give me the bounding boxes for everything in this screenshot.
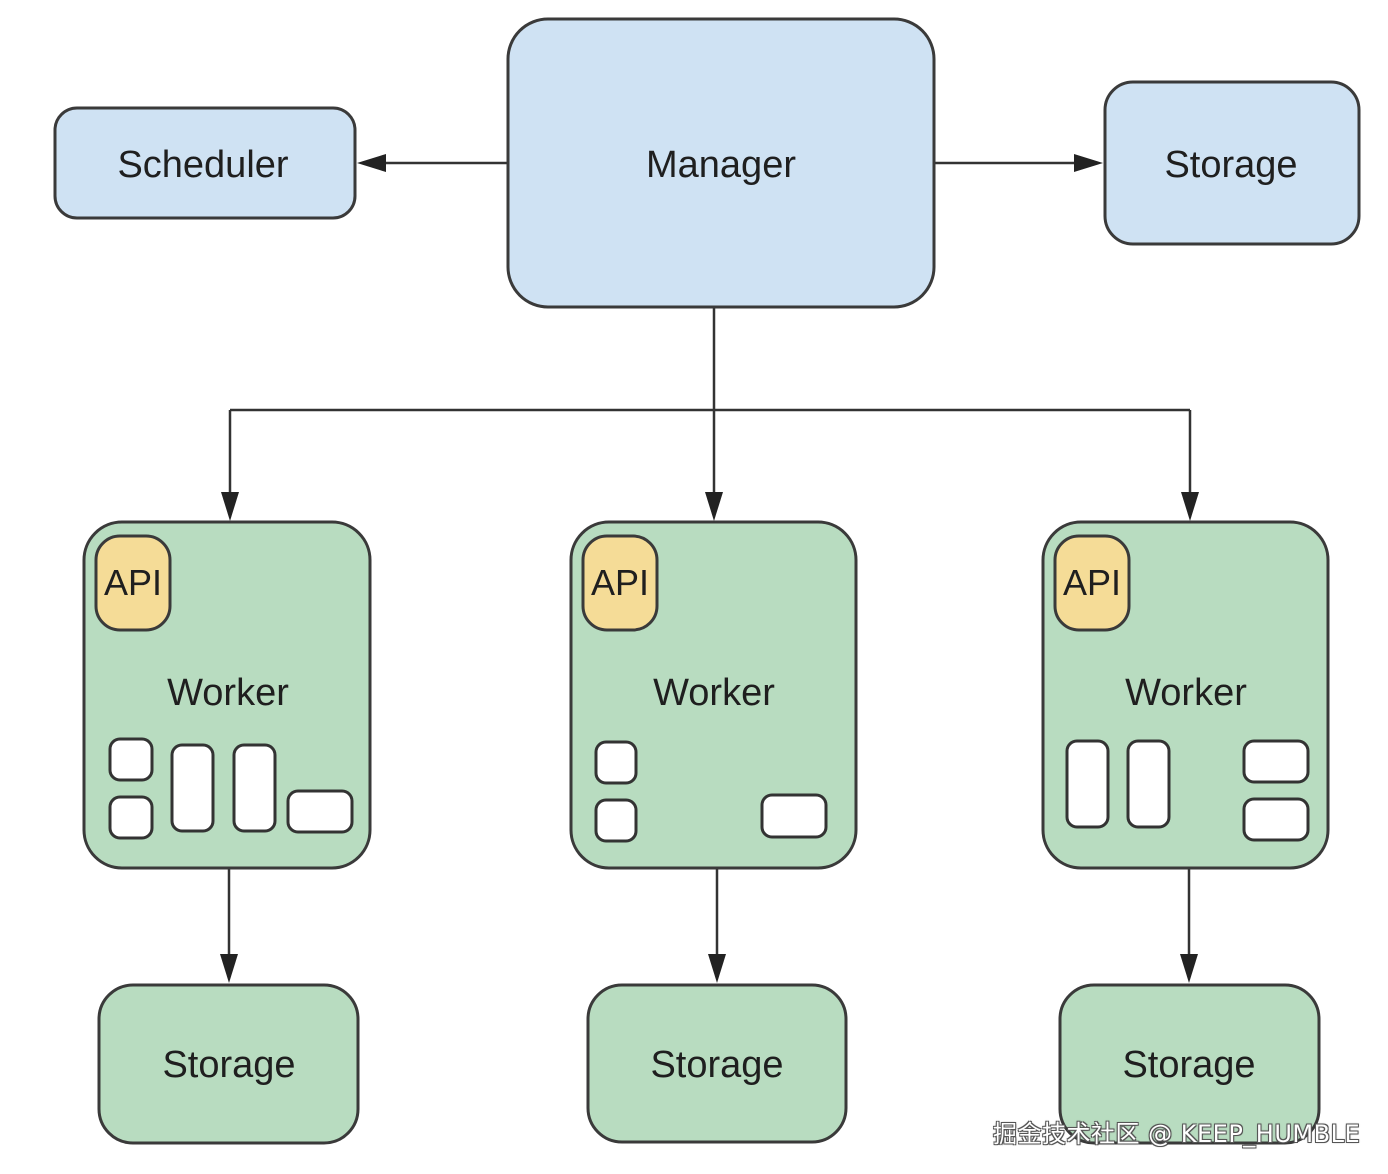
connectors: [220, 154, 1199, 983]
manager-node: Manager: [506, 17, 936, 309]
worker-label: Worker: [167, 672, 289, 714]
arrowhead-manager-storage: [1074, 154, 1103, 172]
task-container: [170, 743, 215, 833]
worker-storage-1: Storage: [97, 983, 360, 1145]
api-label: API: [104, 562, 162, 603]
worker-label: Worker: [653, 672, 775, 714]
worker-storage-3: Storage: [1058, 983, 1321, 1145]
task-containers: [1065, 739, 1310, 842]
task-container: [1126, 739, 1171, 829]
api-badge: [1053, 534, 1131, 632]
arrowhead-worker-1: [221, 492, 239, 521]
storage-box: [97, 983, 360, 1145]
arrowhead-worker-2: [705, 492, 723, 521]
arrowhead-worker-3: [1181, 492, 1199, 521]
worker-node-1: API Worker: [82, 520, 372, 870]
manager-storage-box: [1103, 80, 1361, 246]
worker-storage-2: Storage: [586, 983, 848, 1144]
api-badge: [581, 534, 659, 632]
task-container: [1242, 739, 1310, 784]
task-container: [108, 795, 154, 840]
task-container: [1242, 797, 1310, 842]
task-container: [760, 793, 828, 839]
task-container: [594, 740, 638, 785]
scheduler-label: Scheduler: [117, 144, 288, 186]
watermark-text: 掘金技术社区 @ KEEP_HUMBLE: [993, 1120, 1361, 1148]
manager-storage-label: Storage: [1164, 144, 1297, 186]
task-container: [1065, 739, 1110, 829]
storage-label: Storage: [162, 1044, 295, 1086]
storage-label: Storage: [1122, 1044, 1255, 1086]
worker-label: Worker: [1125, 672, 1247, 714]
manager-label: Manager: [646, 144, 796, 186]
arrowhead-worker-3-storage: [1180, 954, 1198, 983]
worker-node-3: API Worker: [1041, 520, 1330, 870]
arrowhead-scheduler: [357, 154, 386, 172]
storage-box: [1058, 983, 1321, 1145]
manager-storage-node: Storage: [1103, 80, 1361, 246]
manager-box: [506, 17, 936, 309]
api-label: API: [1063, 562, 1121, 603]
task-container: [594, 798, 638, 843]
scheduler-node: Scheduler: [53, 106, 357, 220]
api-label: API: [591, 562, 649, 603]
api-badge: [94, 534, 172, 632]
task-container: [232, 743, 277, 833]
arrowhead-worker-2-storage: [708, 954, 726, 983]
task-containers: [594, 740, 828, 843]
storage-label: Storage: [650, 1044, 783, 1086]
task-container: [286, 789, 354, 834]
arrowhead-worker-1-storage: [220, 954, 238, 983]
storage-box: [586, 983, 848, 1144]
task-container: [108, 737, 154, 782]
worker-node-2: API Worker: [569, 520, 858, 870]
scheduler-box: [53, 106, 357, 220]
task-containers: [108, 737, 354, 840]
